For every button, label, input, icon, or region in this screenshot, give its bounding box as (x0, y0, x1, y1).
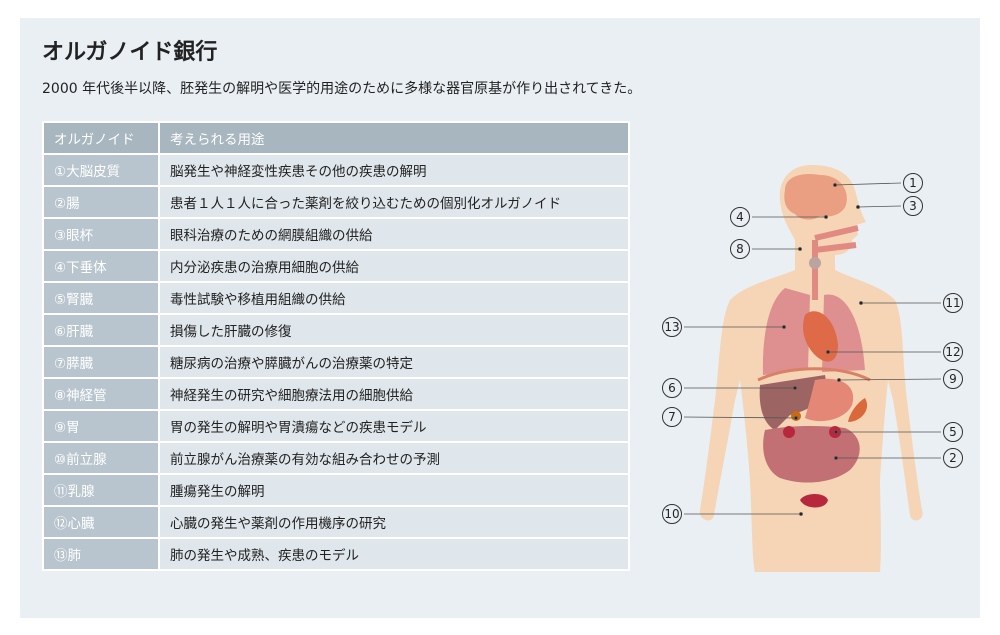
leader-dot (793, 386, 797, 390)
organoid-name: ⑩前立腺 (42, 441, 160, 475)
header-organoid: オルガノイド (42, 121, 160, 155)
diagram-label: 13 (662, 317, 682, 337)
diagram-label: 9 (943, 369, 963, 389)
organoid-use: 心臓の発生や薬剤の作用機序の研究 (158, 505, 630, 539)
diagram-label: 11 (943, 293, 963, 313)
diagram-label: 10 (662, 504, 682, 524)
organoid-name: ②腸 (42, 185, 160, 219)
leader-dot (856, 205, 860, 209)
organoid-use: 肺の発生や成熟、疾患のモデル (158, 537, 630, 571)
organoid-name: ④下垂体 (42, 249, 160, 283)
organoid-use: 眼科治療のための網膜組織の供給 (158, 217, 630, 251)
leader-line (838, 378, 942, 381)
diagram-label: 12 (943, 342, 963, 362)
organoid-use: 前立腺がん治療薬の有効な組み合わせの予測 (158, 441, 630, 475)
liver (759, 375, 826, 430)
organoid-use: 脳発生や神経変性疾患その他の疾患の解明 (158, 153, 630, 187)
table-row: ②腸患者１人１人に合った薬剤を絞り込むための個別化オルガノイド (42, 185, 630, 219)
organoid-use: 神経発生の研究や細胞療法用の細胞供給 (158, 377, 630, 411)
table-row: ⑬肺肺の発生や成熟、疾患のモデル (42, 537, 630, 571)
organoid-name: ⑨胃 (42, 409, 160, 443)
stomach (805, 378, 854, 422)
leader-line (683, 416, 797, 419)
organoid-use: 損傷した肝臓の修復 (158, 313, 630, 347)
leader-dot (824, 215, 828, 219)
table-row: ⑪乳腺腫瘍発生の解明 (42, 473, 630, 507)
lungs (762, 288, 865, 375)
spleen (848, 398, 868, 422)
organoid-use: 糖尿病の治療や膵臓がんの治療薬の特定 (158, 345, 630, 379)
diagram-label: 2 (943, 448, 963, 468)
subtitle: 2000 年代後半以降、胚発生の解明や医学的用途のために多様な器官原基が作り出さ… (42, 81, 642, 97)
organoid-use: 胃の発生の解明や胃潰瘍などの疾患モデル (158, 409, 630, 443)
table-header: オルガノイド 考えられる用途 (42, 121, 630, 155)
organoid-use: 毒性試験や移植用組織の供給 (158, 281, 630, 315)
table-row: ⑧神経管神経発生の研究や細胞療法用の細胞供給 (42, 377, 630, 411)
diagram-label: 4 (730, 207, 750, 227)
leader-dot (794, 416, 798, 420)
diagram-label: 3 (903, 196, 923, 216)
page-title: オルガノイド銀行 (42, 40, 218, 65)
table-row: ⑤腎臓毒性試験や移植用組織の供給 (42, 281, 630, 315)
table-row: ①大脳皮質脳発生や神経変性疾患その他の疾患の解明 (42, 153, 630, 187)
leader-dot (799, 512, 803, 516)
diaphragm (757, 367, 871, 382)
table-row: ⑥肝臓損傷した肝臓の修復 (42, 313, 630, 347)
leader-lines (683, 182, 942, 516)
leader-dot (859, 301, 863, 305)
diagram-label: 7 (662, 407, 682, 427)
organoid-name: ①大脳皮質 (42, 153, 160, 187)
leader-dot (834, 456, 838, 460)
leader-line (834, 182, 902, 186)
organoid-name: ⑫心臓 (42, 505, 160, 539)
organoid-name: ③眼杯 (42, 217, 160, 251)
leader-dot (834, 430, 838, 434)
diagram-label: 6 (662, 378, 682, 398)
organoid-name: ⑧神経管 (42, 377, 160, 411)
header-use: 考えられる用途 (158, 121, 630, 155)
organoid-name: ⑥肝臓 (42, 313, 160, 347)
organoid-use: 腫瘍発生の解明 (158, 473, 630, 507)
table-row: ⑦膵臓糖尿病の治療や膵臓がんの治療薬の特定 (42, 345, 630, 379)
brain (784, 173, 847, 220)
trachea (812, 225, 859, 300)
diagram-label: 5 (943, 422, 963, 442)
table-row: ③眼杯眼科治療のための網膜組織の供給 (42, 217, 630, 251)
organoid-use: 内分泌疾患の治療用細胞の供給 (158, 249, 630, 283)
leader-dot (837, 378, 841, 382)
table-row: ⑨胃胃の発生の解明や胃潰瘍などの疾患モデル (42, 409, 630, 443)
leader-dot (826, 350, 830, 354)
organoid-name: ⑪乳腺 (42, 473, 160, 507)
diagram-label: 8 (730, 239, 750, 259)
leader-dot (798, 247, 802, 251)
diagram-label: 1 (903, 173, 923, 193)
organoid-name: ⑬肺 (42, 537, 160, 571)
leader-dot (833, 183, 837, 187)
table-row: ④下垂体内分泌疾患の治療用細胞の供給 (42, 249, 630, 283)
organoid-use: 患者１人１人に合った薬剤を絞り込むための個別化オルガノイド (158, 185, 630, 219)
heart (803, 311, 838, 362)
table-row: ⑩前立腺前立腺がん治療薬の有効な組み合わせの予測 (42, 441, 630, 475)
organoid-name: ⑤腎臓 (42, 281, 160, 315)
leader-line (857, 205, 902, 208)
organoid-name: ⑦膵臓 (42, 345, 160, 379)
intestines (763, 425, 860, 483)
table-row: ⑫心臓心臓の発生や薬剤の作用機序の研究 (42, 505, 630, 539)
prostate (800, 494, 828, 508)
leader-dot (782, 325, 786, 329)
